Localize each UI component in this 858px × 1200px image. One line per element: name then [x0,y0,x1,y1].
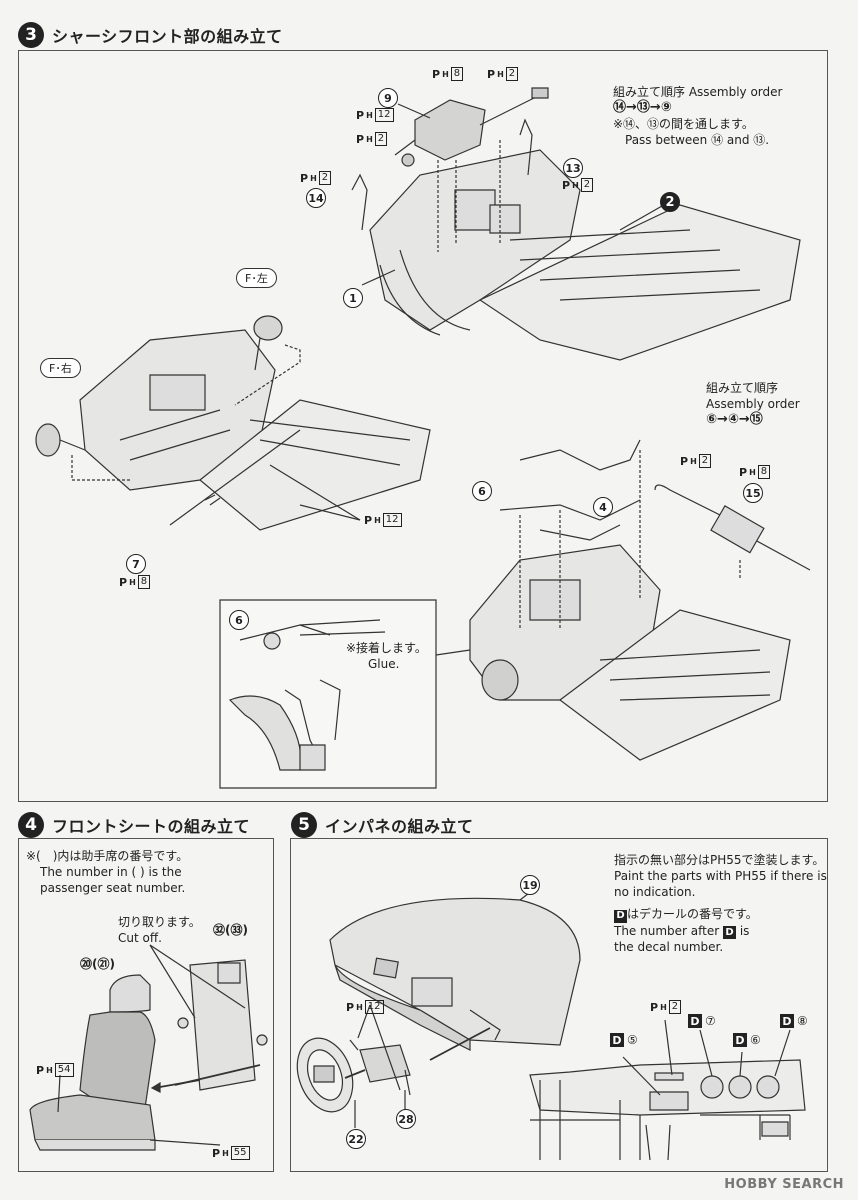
glue-note-en: Glue. [368,657,400,671]
assembly-pass-note-en: Pass between ⑭ and ⑬. [625,133,770,147]
decal-letter-icon: D [614,909,627,923]
tag-front-left: F･左 [236,268,277,288]
assembly-order-seq-1: ⑭→⑬→⑨ [613,100,672,115]
step4-cut-en: Cut off. [118,931,162,945]
step4-note-ja: ※( )内は助手席の番号です。 [26,849,189,863]
part-callout-15: 15 [743,483,763,503]
step4-title: 4 フロントシートの組み立て [18,812,250,838]
step4-part-20-21: ⑳(㉑) [80,957,115,971]
step5-number: 5 [291,812,317,838]
decal-letter-icon-2: D [723,926,736,939]
assembly-pass-note-ja: ※⑭、⑬の間を通します。 [613,117,754,131]
part-callout-1: 1 [343,288,363,308]
part-callout-6: 6 [472,481,492,501]
part-callout-2: 2 [660,192,680,212]
glue-note-ja: ※接着します。 [346,641,427,655]
part-callout-13: 13 [563,158,583,178]
step5-part-19: 19 [520,875,540,895]
step3-heading: シャーシフロント部の組み立て [52,27,283,46]
part-callout-9: 9 [378,88,398,108]
part-callout-6-detail: 6 [229,610,249,630]
part-callout-4: 4 [593,497,613,517]
step5-title: 5 インパネの組み立て [291,812,474,838]
assembly-order-label-2-en: Assembly order [706,397,800,411]
step5-paint-note-en-1: Paint the parts with PH55 if there is [614,869,827,883]
step4-cut-ja: 切り取ります。 [118,915,201,929]
part-callout-7: 7 [126,554,146,574]
step5-part-28: 28 [396,1109,416,1129]
step4-note-en-1: The number in ( ) is the [40,865,182,879]
step5-paint-note-en-2: no indication. [614,885,696,899]
step3-title: 3 シャーシフロント部の組み立て [18,22,283,48]
assembly-order-seq-2: ⑥→④→⑮ [706,412,763,427]
assembly-order-note-2: 組み立て順序 Assembly order ⑥→④→⑮ [706,380,800,428]
step4-heading: フロントシートの組み立て [52,817,251,836]
step5-decal-note-en-3: the decal number. [614,940,724,954]
step4-number: 4 [18,812,44,838]
part-callout-14: 14 [306,188,326,208]
step4-note-en-2: passenger seat number. [40,881,186,895]
assembly-order-note-1: 組み立て順序 Assembly order ⑭→⑬→⑨ ※⑭、⑬の間を通します。… [613,84,782,148]
step4-passenger-note: ※( )内は助手席の番号です。 The number in ( ) is the… [26,848,188,896]
watermark: HOBBY SEARCH [724,1177,844,1192]
step4-part-32-33: ㉜(㉝) [213,923,248,937]
step3-number: 3 [18,22,44,48]
step4-cut-note: 切り取ります。 Cut off. [118,914,201,946]
glue-note: ※接着します。 Glue. [346,640,427,672]
assembly-order-label-1: 組み立て順序 Assembly order [613,85,783,99]
step5-paint-note-ja: 指示の無い部分はPH55で塗装します。 [614,853,825,867]
step5-paint-note: 指示の無い部分はPH55で塗装します。 Paint the parts with… [614,852,827,900]
step5-decal-note-ja: はデカールの番号です。 [627,907,758,921]
assembly-order-label-2-ja: 組み立て順序 [706,381,779,395]
step5-part-22: 22 [346,1129,366,1149]
step5-heading: インパネの組み立て [325,817,474,836]
step5-decal-note-en-line: The number after D is [614,923,750,939]
tag-front-right: F･右 [40,358,81,378]
